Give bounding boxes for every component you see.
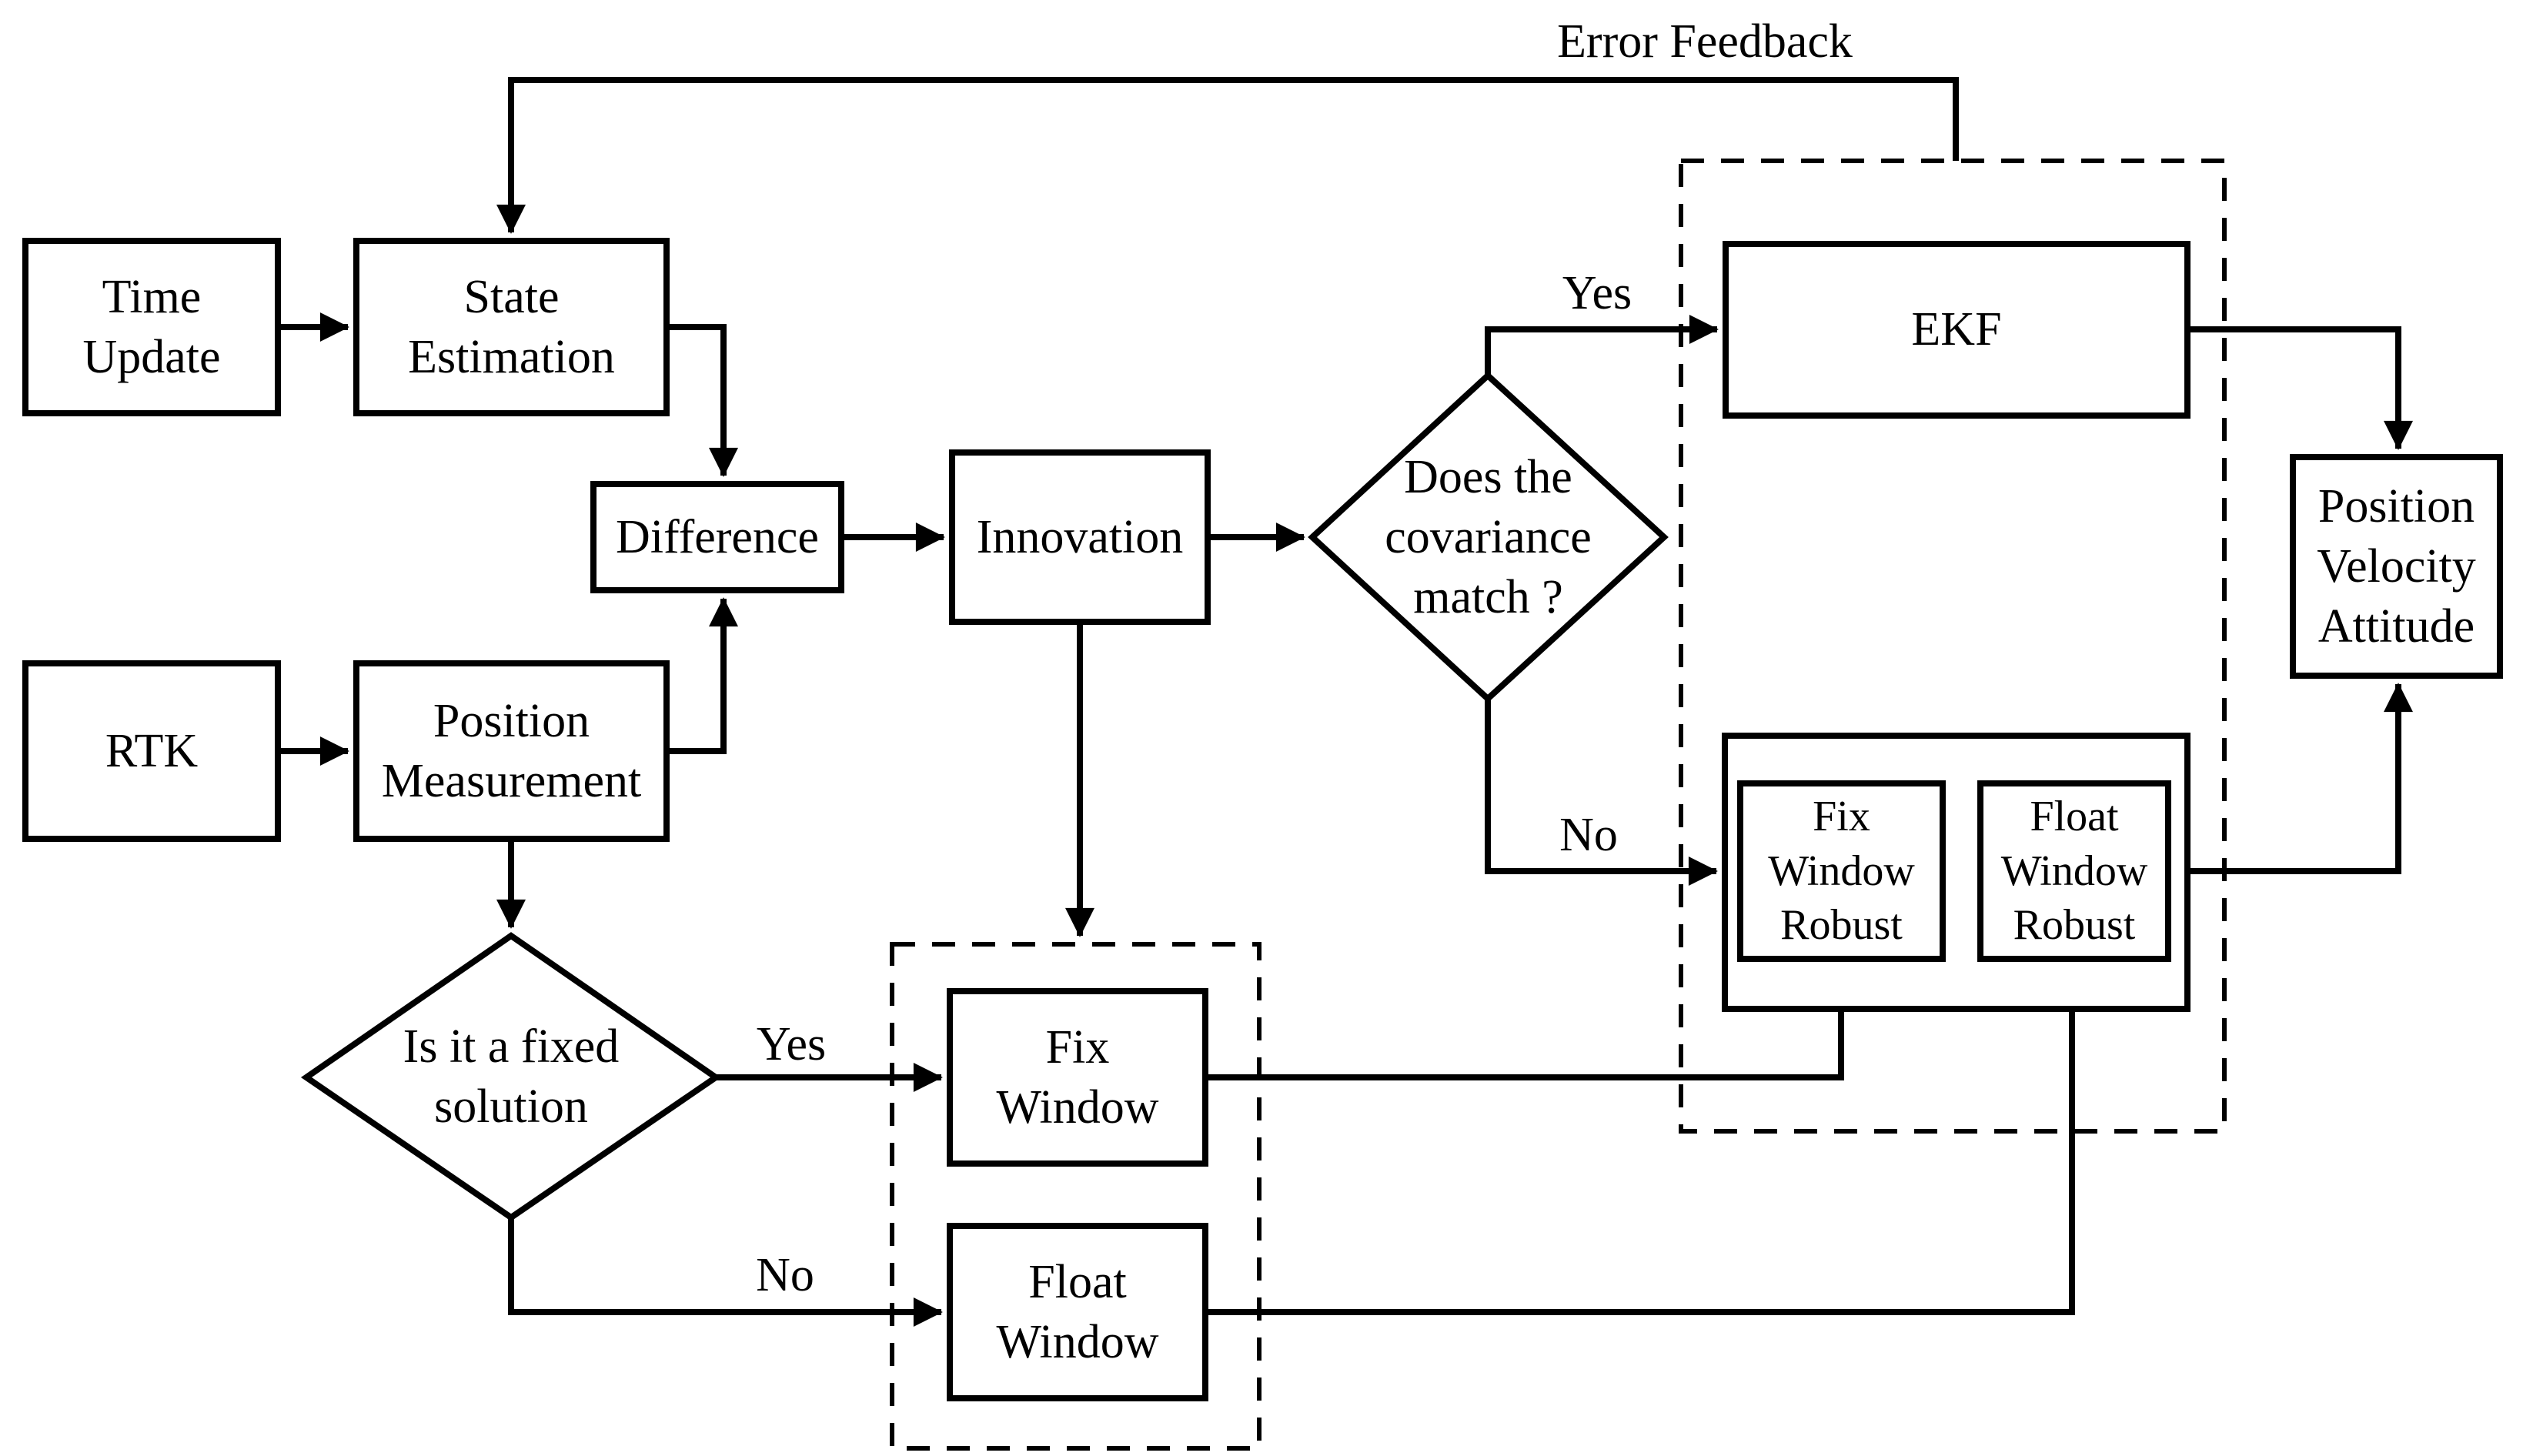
position-measurement-box	[353, 660, 670, 842]
difference-box	[590, 481, 844, 593]
covariance-yes-label: Yes	[1562, 267, 1632, 319]
edge-float-window-to-float-window-robust	[1205, 966, 2087, 1315]
filter-group-dashed-frame	[1679, 159, 2227, 1134]
fix-window-box	[947, 988, 1208, 1167]
float-window-robust-box	[1977, 780, 2171, 962]
position-velocity-attitude-box	[2290, 454, 2503, 679]
window-group-dashed-frame	[890, 942, 1262, 1451]
fix-window-label: Fix Window	[996, 1020, 1159, 1134]
ekf-box	[1723, 241, 2190, 419]
difference-label: Difference	[616, 510, 819, 563]
fixed-solution-decision-label: Is it a fixed solution	[403, 1020, 620, 1133]
state-estimation-box	[353, 238, 670, 416]
fixed-solution-decision-diamond	[300, 932, 722, 1221]
time-update-label: Time Update	[82, 270, 221, 383]
float-window-label: Float Window	[996, 1255, 1159, 1368]
float-window-robust-label: Float Window Robust	[2000, 793, 2148, 950]
edge-covariance-no-to-robust	[1485, 699, 1718, 886]
covariance-decision-label: Does the covariance match ?	[1385, 450, 1592, 624]
float-window-box	[947, 1223, 1208, 1401]
edge-state-estimation-to-difference	[667, 324, 738, 477]
position-velocity-attitude-label: Position Velocity Attitude	[2317, 479, 2476, 653]
ekf-label: EKF	[1911, 303, 2002, 356]
edge-robust-to-pva	[2187, 683, 2413, 874]
edge-covariance-yes-to-ekf	[1485, 315, 1719, 376]
edge-fixed-no-to-float-window	[508, 1217, 943, 1327]
error-feedback-label: Error Feedback	[1557, 15, 1853, 68]
edge-ekf-to-pva	[2187, 326, 2413, 450]
edge-position-measurement-to-difference	[667, 597, 738, 754]
innovation-box	[949, 449, 1211, 625]
fix-window-robust-box	[1737, 780, 1946, 962]
rtk-label: RTK	[105, 724, 199, 777]
position-measurement-label: Position Measurement	[381, 694, 642, 807]
covariance-no-label: No	[1559, 809, 1618, 861]
fixed-no-label: No	[756, 1249, 814, 1301]
rtk-box	[22, 660, 281, 842]
innovation-label: Innovation	[976, 510, 1184, 563]
state-estimation-label: State Estimation	[408, 270, 615, 383]
edge-error-feedback	[496, 77, 1959, 234]
covariance-decision-diamond	[1308, 371, 1669, 703]
fixed-yes-label: Yes	[756, 1018, 827, 1070]
fix-window-robust-label: Fix Window Robust	[1768, 793, 1915, 950]
time-update-box	[22, 238, 281, 416]
